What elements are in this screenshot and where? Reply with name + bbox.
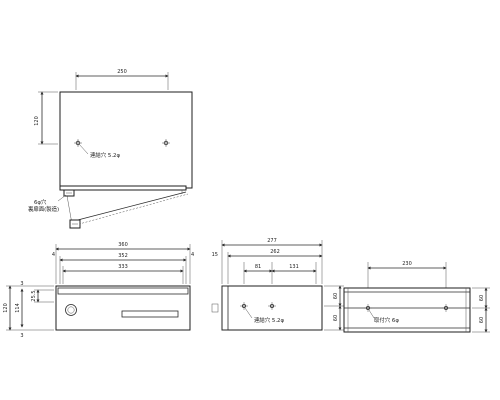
back-width-dimension: 230	[402, 261, 412, 267]
front-edge-dimension-right: 4	[191, 252, 194, 258]
front-edge-dimension-left: 4	[52, 252, 55, 258]
top-view: 250 120 連結穴 5.2φ	[28, 69, 193, 229]
back-box-body	[343, 287, 471, 333]
side-part-b-dimension: 131	[289, 264, 299, 270]
front-top-margin-dimension: 3	[20, 281, 23, 287]
back-view: 230 取付穴 6φ 60 60	[343, 261, 490, 333]
front-overall-dimension: 360	[118, 242, 128, 248]
back-height-dimension-bottom: 60	[479, 317, 485, 323]
hinge-note-line1: 6φ穴	[34, 198, 47, 206]
front-name-slot	[121, 310, 179, 318]
top-hole-note: 連結穴 5.2φ	[90, 151, 120, 159]
front-lid-flap	[57, 287, 189, 295]
side-inner-dimension: 262	[270, 249, 280, 255]
front-lock-knob	[65, 304, 77, 316]
front-box-body	[55, 285, 191, 331]
open-lid-edge	[69, 191, 187, 223]
back-height-dimension-top: 60	[479, 295, 485, 301]
side-hole-right	[268, 302, 276, 310]
front-view: 360 352 4 4 333 120 114 3 25.5 3	[3, 242, 194, 339]
side-hole-note: 連結穴 5.2φ	[254, 316, 284, 324]
front-inner-dimension: 352	[118, 253, 128, 259]
hinge-plate	[59, 185, 187, 191]
side-view: 277 262 15 81 131 連結穴 5.2φ	[212, 238, 344, 331]
front-height-dimension: 120	[3, 303, 9, 313]
hinge-note-line2: 裏扉面(製造)	[28, 205, 59, 213]
front-inner-height-dimension: 114	[15, 303, 21, 313]
top-view-face	[59, 91, 193, 189]
back-hole-left	[364, 304, 372, 312]
top-width-dimension: 250	[117, 69, 127, 75]
side-height-dimension-top: 60	[333, 293, 339, 299]
side-edge-dimension: 15	[212, 252, 218, 258]
top-right-hole	[162, 139, 170, 147]
side-part-a-dimension: 81	[255, 264, 261, 270]
front-opening-dimension: 333	[118, 264, 128, 270]
top-left-hole	[74, 139, 82, 147]
side-height-dimension-bottom: 60	[333, 315, 339, 321]
back-hole-note: 取付穴 6φ	[374, 316, 399, 324]
hinge-fitting-upper	[63, 189, 75, 197]
hinge-fitting-lower	[69, 219, 81, 229]
svg-text:3: 3	[20, 333, 23, 339]
back-hole-right	[442, 304, 450, 312]
side-hole-left	[240, 302, 248, 310]
top-height-dimension: 120	[34, 116, 40, 126]
side-front-flange	[221, 285, 229, 331]
front-slot-dimension: 25.5	[31, 290, 37, 301]
side-overall-dimension: 277	[267, 238, 277, 244]
